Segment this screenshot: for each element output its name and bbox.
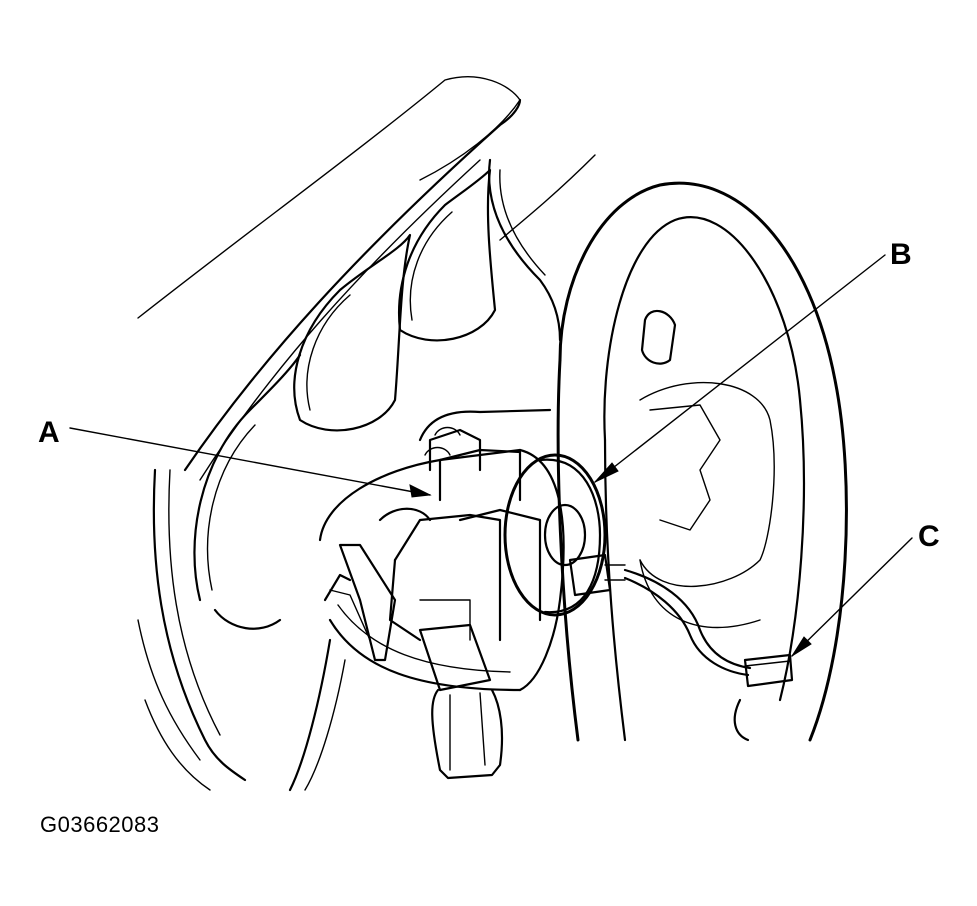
steering-wheel xyxy=(556,181,848,742)
leader-lines xyxy=(69,254,913,657)
callout-label-a: A xyxy=(38,416,60,449)
leader-line-b xyxy=(594,254,886,483)
arrowhead-a xyxy=(409,484,432,498)
connector xyxy=(743,653,794,688)
lower-stalk xyxy=(418,623,504,780)
callout-label-b: B xyxy=(890,238,912,271)
dash-side-panel xyxy=(137,468,346,792)
combination-switch xyxy=(378,408,552,642)
wire-harness xyxy=(623,568,752,677)
gauge-pods xyxy=(193,158,562,630)
figure-id: G03662083 xyxy=(40,812,160,837)
left-stalk xyxy=(323,543,397,662)
leader-line-c xyxy=(791,537,913,657)
arrowhead-c xyxy=(791,636,812,657)
column-shroud xyxy=(318,448,565,692)
arrowhead-b xyxy=(594,462,619,483)
leader-line-a xyxy=(69,427,431,496)
callout-label-c: C xyxy=(918,520,940,553)
dashboard-outline xyxy=(137,76,596,481)
